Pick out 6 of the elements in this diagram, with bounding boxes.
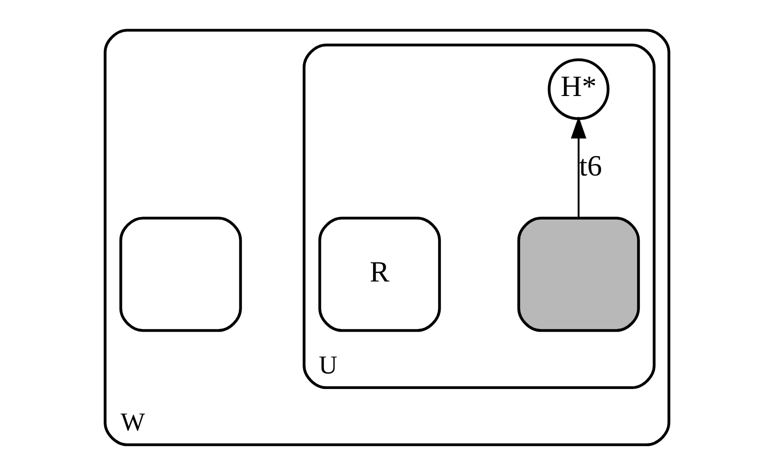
arrow [570, 116, 586, 218]
node-box: R [318, 216, 441, 332]
node-box [119, 216, 242, 332]
edge-label: t6 [579, 150, 602, 182]
node-box [517, 216, 640, 332]
node-circle: H* [548, 58, 610, 120]
